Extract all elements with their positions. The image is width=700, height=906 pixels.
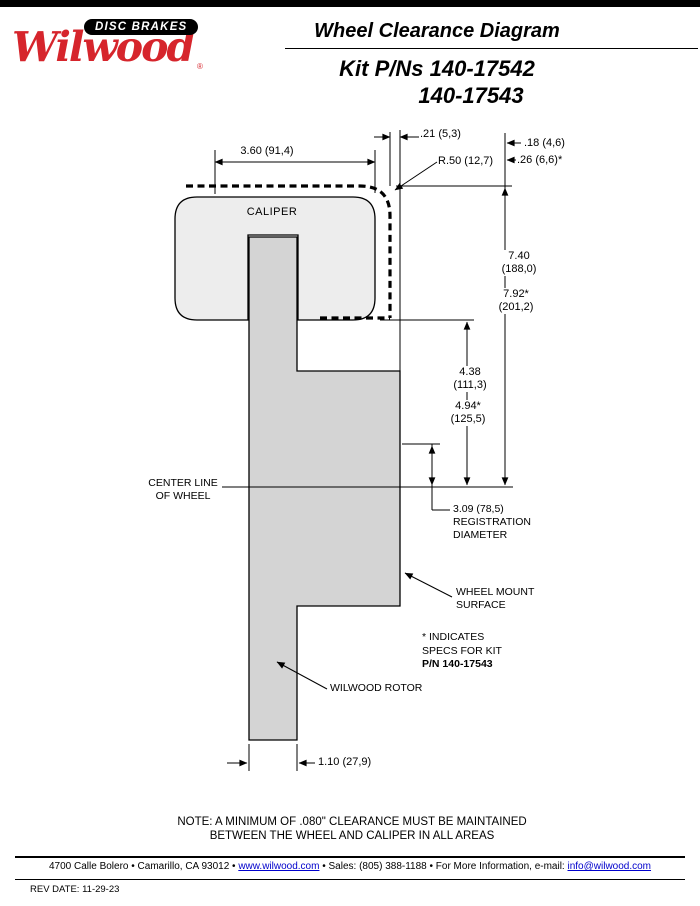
rev-date: REV DATE: 11-29-23 xyxy=(30,884,120,895)
dim-registration-value: 3.09 (78,5) xyxy=(453,503,504,515)
leader-wheel-mount xyxy=(404,572,453,598)
centerline-label: CENTER LINE OF WHEEL xyxy=(144,477,222,502)
registered-mark: ® xyxy=(197,62,203,71)
dimension-and-leader-lines xyxy=(214,130,521,771)
clearance-note-line2: BETWEEN THE WHEEL AND CALIPER IN ALL ARE… xyxy=(209,830,495,842)
clearance-note-line1: NOTE: A MINIMUM OF .080" CLEARANCE MUST … xyxy=(177,816,527,828)
centerline-label-line2: OF WHEEL xyxy=(155,489,211,502)
wheel-mount-label: WHEEL MOUNT SURFACE xyxy=(456,586,534,611)
dim-h494-in: 4.94* xyxy=(455,400,481,412)
dim-h438-in: 4.38 xyxy=(459,366,481,378)
wheel-mount-label-line1: WHEEL MOUNT xyxy=(456,586,535,598)
kit-part-numbers-line2: 140-17543 xyxy=(418,83,524,108)
dim-registration-word2: DIAMETER xyxy=(453,529,508,541)
dim-h792-mm: (201,2) xyxy=(498,301,534,313)
footer-rule-top xyxy=(15,856,685,858)
rotor-label: WILWOOD ROTOR xyxy=(330,682,423,694)
dim-h740: 7.40 (188,0) xyxy=(499,250,539,276)
dim-h792-in: 7.92* xyxy=(503,288,529,300)
rotor-hat-shape xyxy=(248,236,401,741)
kit-spec-asterisk-note: * INDICATES SPECS FOR KIT P/N 140-17543 xyxy=(422,631,502,672)
footer-sales: • Sales: (805) 388-1188 • For More Infor… xyxy=(319,861,568,872)
footer-address: 4700 Calle Bolero • Camarillo, CA 93012 … xyxy=(48,861,239,872)
kit-part-numbers-line1: Kit P/Ns 140-17542 xyxy=(339,56,535,81)
dim-h740-in: 7.40 xyxy=(508,250,530,262)
asterisk-note-line1: * INDICATES xyxy=(422,631,485,643)
footer-contact-line: 4700 Calle Bolero • Camarillo, CA 93012 … xyxy=(49,861,651,872)
dim-d26: .26 (6,6)* xyxy=(517,154,563,166)
dim-corner-radius: R.50 (12,7) xyxy=(438,155,494,167)
asterisk-note-line2: SPECS FOR KIT xyxy=(422,644,502,657)
dim-registration-word1: REGISTRATION xyxy=(453,516,531,528)
website-link[interactable]: www.wilwood.com xyxy=(238,861,320,872)
dim-rotor-width: 1.10 (27,9) xyxy=(318,756,372,768)
footer-rule-bottom xyxy=(15,879,685,880)
wheel-clearance-dashed-line xyxy=(186,184,392,320)
asterisk-note-kit-number: P/N 140-17543 xyxy=(422,658,493,670)
leader-corner-radius xyxy=(394,161,438,191)
caliper-shape xyxy=(174,196,376,321)
clearance-note: NOTE: A MINIMUM OF .080" CLEARANCE MUST … xyxy=(177,815,526,843)
top-bar xyxy=(0,0,700,7)
dim-h438-mm: (111,3) xyxy=(453,379,487,391)
leader-rotor xyxy=(276,661,328,690)
disc-brakes-badge: DISC BRAKES xyxy=(84,19,199,35)
dim-d18: .18 (4,6) xyxy=(524,137,565,149)
page-title: Wheel Clearance Diagram xyxy=(314,20,560,42)
dim-registration-label: 3.09 (78,5) REGISTRATION DIAMETER xyxy=(453,503,531,542)
dim-h792: 7.92* (201,2) xyxy=(496,288,536,314)
caliper-label: CALIPER xyxy=(246,206,298,218)
dim-h494: 4.94* (125,5) xyxy=(448,400,488,426)
dim-h494-mm: (125,5) xyxy=(450,413,486,425)
dim-h438: 4.38 (111,3) xyxy=(451,366,489,392)
header-rule xyxy=(285,48,698,49)
dim-top-gap: .21 (5,3) xyxy=(420,128,461,140)
centerline-label-line1: CENTER LINE xyxy=(148,477,218,489)
dim-caliper-width: 3.60 (91,4) xyxy=(240,145,294,157)
wheel-mount-label-line2: SURFACE xyxy=(456,598,506,611)
dim-h740-mm: (188,0) xyxy=(501,263,537,275)
email-link[interactable]: info@wilwood.com xyxy=(567,861,652,872)
